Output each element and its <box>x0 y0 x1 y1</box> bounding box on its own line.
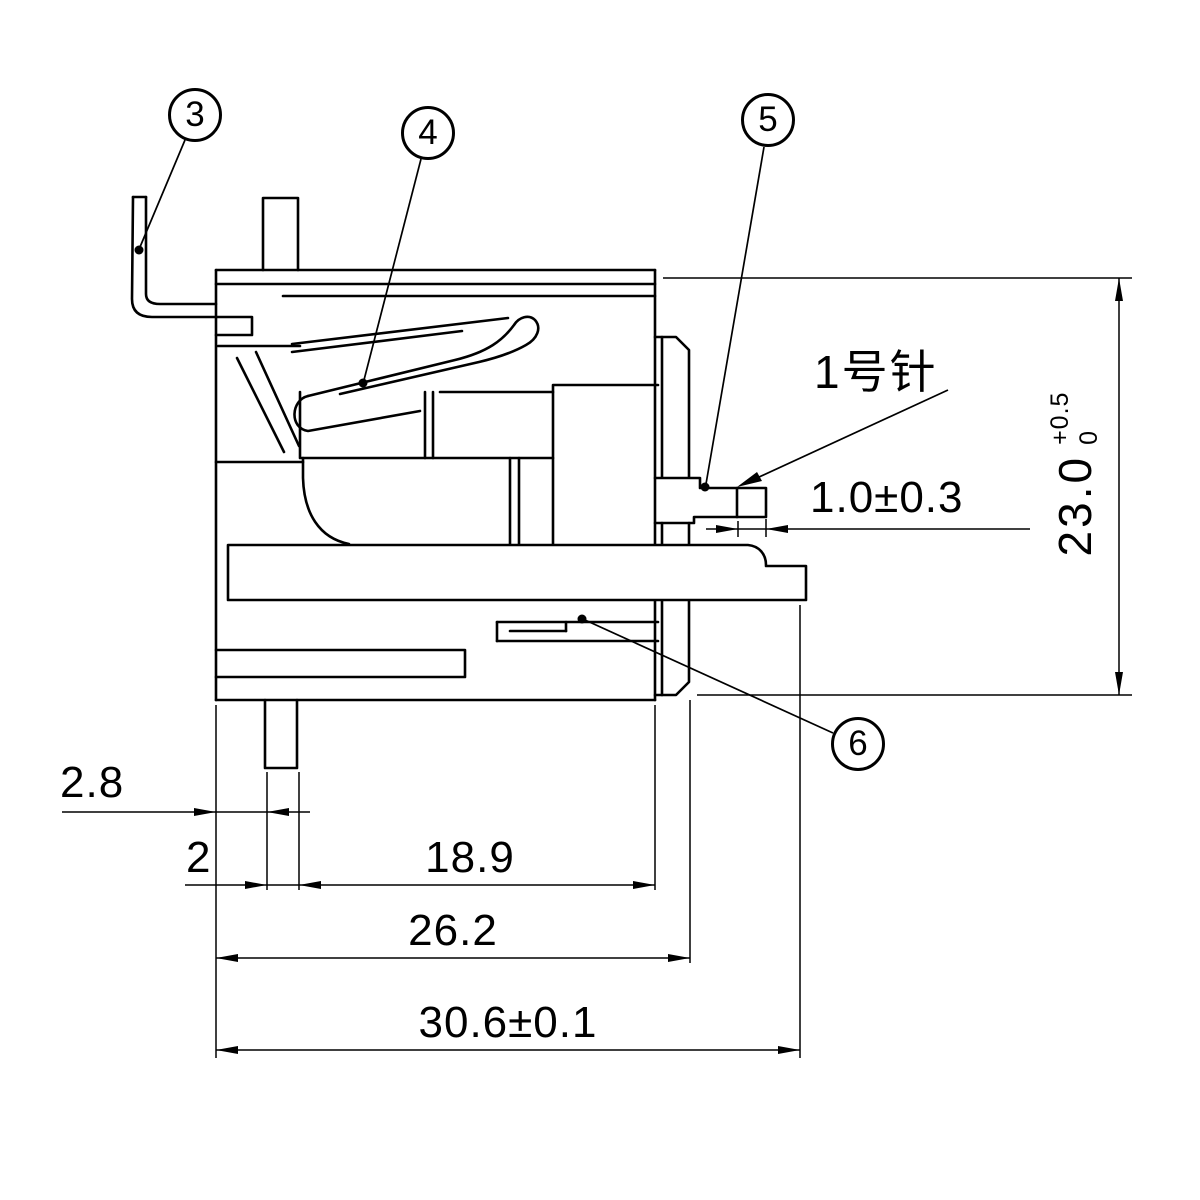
arrow-18-9-right <box>633 881 655 889</box>
balloon-3: 3 <box>168 88 222 142</box>
pin-callout-label: 1号针 <box>814 346 938 398</box>
blade-line-1 <box>290 316 510 346</box>
cavity-arc <box>301 456 351 546</box>
leader-balloon-6 <box>584 619 834 734</box>
inner-box <box>298 383 660 460</box>
leader-dot-3 <box>134 245 144 255</box>
balloon-4-label: 4 <box>418 113 438 152</box>
balloon-4: 4 <box>401 106 455 160</box>
flange-lower <box>653 521 691 697</box>
dim-width-18-9: 18.9 <box>425 833 515 882</box>
balloon-5-label: 5 <box>758 100 778 139</box>
arrow-height-down <box>1115 672 1123 695</box>
pin-outline <box>653 476 768 525</box>
blade-line-2 <box>290 329 464 354</box>
wedge-diagonal-1 <box>235 356 286 454</box>
arrow-30-6-left <box>216 1046 238 1054</box>
arrow-26-2-right <box>668 954 690 962</box>
balloon-6-label: 6 <box>848 724 868 763</box>
dim-height-tol-upper: +0.5 <box>1046 391 1075 445</box>
leader-dot-5 <box>700 482 710 492</box>
dim-height-tol-lower: 0 <box>1075 430 1103 445</box>
dimension-lines <box>62 277 1132 1058</box>
balloon-6: 6 <box>831 717 885 771</box>
arrow-height-up <box>1115 278 1123 301</box>
dim-width-26-2: 26.2 <box>408 906 498 955</box>
arrow-pin-left <box>716 525 738 533</box>
top-tab <box>261 196 300 272</box>
leader-pin-callout <box>743 389 949 485</box>
dim-overall-width: 30.6±0.1 <box>418 998 598 1047</box>
leader-balloon-5 <box>705 146 765 485</box>
spring-contact-ubend <box>293 394 422 433</box>
arrow-pin-callout <box>737 472 762 487</box>
dim-overall-height: 23.0 +0.5 0 <box>1045 324 1105 624</box>
arrow-2-left <box>245 881 267 889</box>
leader-balloon-4 <box>363 158 422 381</box>
dimension-arrows <box>194 278 1123 1054</box>
balloon-5: 5 <box>741 93 795 147</box>
wedge-diagonal-2 <box>254 350 301 448</box>
part-geometry <box>130 195 808 770</box>
bracket-inner-edge <box>144 195 218 306</box>
leader-balloon-3 <box>139 139 186 248</box>
leader-dot-6 <box>577 614 587 624</box>
leader-dot-4 <box>358 378 368 388</box>
bottom-slot <box>214 648 467 679</box>
arrow-26-2-left <box>216 954 238 962</box>
left-tab <box>214 315 254 337</box>
arrow-pin-right <box>766 525 788 533</box>
arrow-30-6-right <box>778 1046 800 1054</box>
arrow-18-9-left <box>299 881 321 889</box>
dim-pin-exposure: 1.0±0.3 <box>810 473 964 522</box>
leader-lines <box>139 139 949 734</box>
terminal-plate <box>226 543 808 602</box>
arrow-2-8-left <box>194 808 216 816</box>
balloon-3-label: 3 <box>185 95 205 134</box>
bracket-outer-edge <box>130 195 218 319</box>
dim-height-tolerance: +0.5 0 <box>1046 392 1104 445</box>
dim-offset-2-8: 2.8 <box>60 758 125 807</box>
dim-width-2: 2 <box>186 833 212 882</box>
dim-height-value: 23.0 <box>1049 454 1101 557</box>
arrow-2-8-right <box>267 808 289 816</box>
bottom-post <box>263 698 299 770</box>
flange-upper <box>653 335 691 479</box>
leader-dots <box>134 245 710 624</box>
spring-contact <box>306 315 540 398</box>
